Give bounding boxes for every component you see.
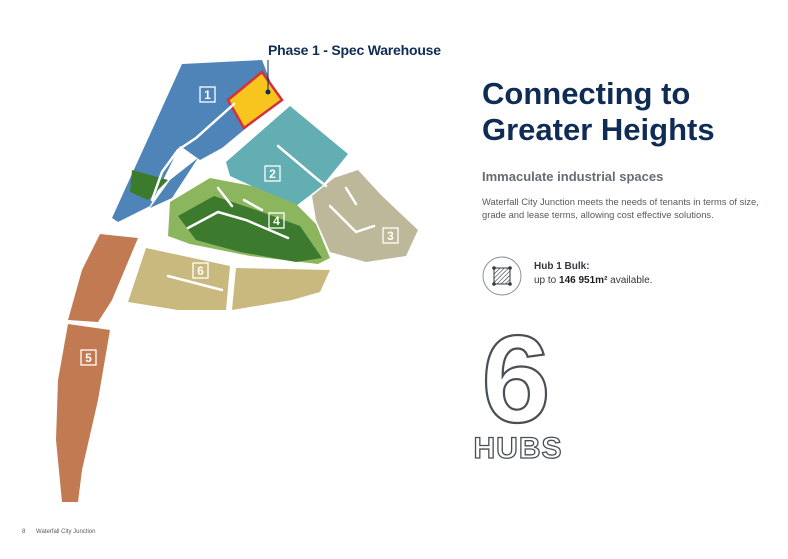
page-title: Connecting to Greater Heights bbox=[482, 76, 715, 148]
section-subtitle: Immaculate industrial spaces bbox=[482, 169, 664, 184]
svg-text:4: 4 bbox=[273, 214, 280, 228]
bulk-suffix: available. bbox=[607, 275, 653, 286]
hub-5-area-lower[interactable] bbox=[56, 324, 110, 502]
hub-badge-5: 5 bbox=[80, 349, 97, 366]
svg-text:2: 2 bbox=[269, 167, 276, 181]
site-map: 1 2 3 4 5 6 bbox=[56, 60, 418, 502]
hub-1-dark-strip bbox=[130, 170, 168, 200]
hub-badge-3: 3 bbox=[382, 227, 399, 244]
hubs-count-graphic: 6 HUBS bbox=[473, 318, 562, 466]
hub-2-area[interactable] bbox=[226, 106, 348, 206]
hub-6-area-right[interactable] bbox=[232, 268, 330, 310]
bulk-availability: Hub 1 Bulk: up to 146 951m² available. bbox=[534, 260, 652, 288]
svg-text:5: 5 bbox=[85, 351, 92, 365]
hub-badge-6: 6 bbox=[192, 262, 209, 279]
page-footer: 8 Waterfall City Junction bbox=[22, 529, 95, 535]
phase-1-marker bbox=[265, 89, 271, 95]
hub-badge-1: 1 bbox=[199, 86, 216, 103]
hub-badge-4: 4 bbox=[268, 212, 285, 229]
hub-3-area[interactable] bbox=[312, 170, 418, 262]
hubs-count: 6 bbox=[482, 318, 551, 449]
warehouse-area-icon bbox=[482, 256, 522, 296]
hub-badge-2: 2 bbox=[264, 165, 281, 182]
footer-name: Waterfall City Junction bbox=[36, 529, 96, 535]
hub-4-dark-area bbox=[178, 196, 322, 262]
bulk-value: 146 951m² bbox=[559, 275, 608, 286]
hub-1-lower-strip[interactable] bbox=[150, 158, 198, 208]
svg-text:3: 3 bbox=[387, 229, 394, 243]
hub-5-area[interactable] bbox=[68, 234, 138, 322]
bulk-label: Hub 1 Bulk: bbox=[534, 261, 590, 272]
svg-text:1: 1 bbox=[204, 88, 211, 102]
body-paragraph: Waterfall City Junction meets the needs … bbox=[482, 196, 759, 220]
bulk-prefix: up to bbox=[534, 275, 560, 286]
internal-roads bbox=[150, 102, 376, 292]
title-line-1: Connecting to bbox=[482, 76, 691, 111]
svg-text:6: 6 bbox=[197, 264, 204, 278]
page-number: 8 bbox=[22, 529, 26, 535]
title-line-2: Greater Heights bbox=[482, 112, 715, 147]
hubs-label: HUBS bbox=[473, 432, 562, 465]
phase-1-label: Phase 1 - Spec Warehouse bbox=[268, 42, 441, 58]
